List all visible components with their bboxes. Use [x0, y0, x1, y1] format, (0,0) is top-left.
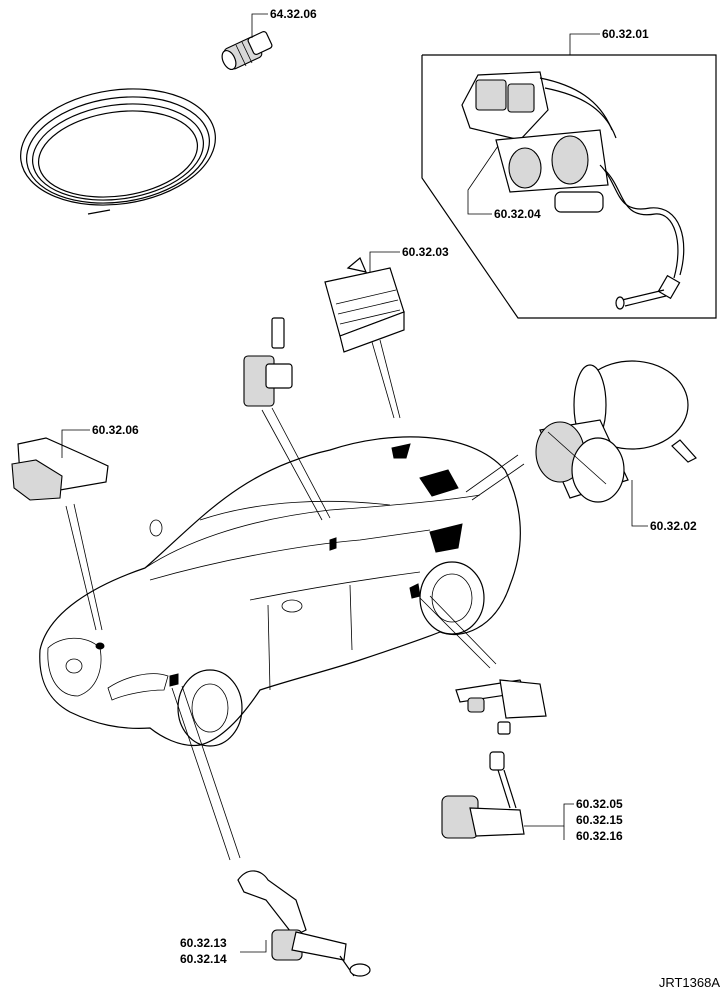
label-fitting: 64.32.06 [270, 7, 317, 21]
height-sensor-upper [243, 317, 331, 521]
vehicle-outline [39, 436, 521, 747]
drawing-reference: JRT1368A [658, 975, 720, 990]
label-reservoir: 60.32.02 [650, 519, 697, 533]
reservoir-part [465, 360, 697, 527]
label-compressor-sub: 60.32.04 [494, 207, 541, 221]
label-rear-sensor-2: 60.32.15 [576, 813, 623, 827]
label-rear-sensor-1: 60.32.05 [576, 797, 623, 811]
label-compressor-assembly: 60.32.01 [602, 27, 649, 41]
compressor-part [461, 71, 685, 310]
fitting-part [221, 13, 273, 71]
label-front-sensor-2: 60.32.14 [180, 952, 227, 966]
label-control-module: 60.32.03 [402, 245, 449, 259]
label-rear-sensor-3: 60.32.16 [576, 829, 623, 843]
valve-block-part [11, 429, 109, 631]
front-height-sensor-part [171, 685, 371, 977]
label-valve-block: 60.32.06 [92, 423, 139, 437]
control-module-part [324, 251, 405, 419]
compressor-assembly-frame [421, 33, 717, 319]
label-front-sensor-1: 60.32.13 [180, 936, 227, 950]
air-pipe-coil [20, 88, 216, 215]
rear-height-sensor-part [419, 595, 574, 840]
